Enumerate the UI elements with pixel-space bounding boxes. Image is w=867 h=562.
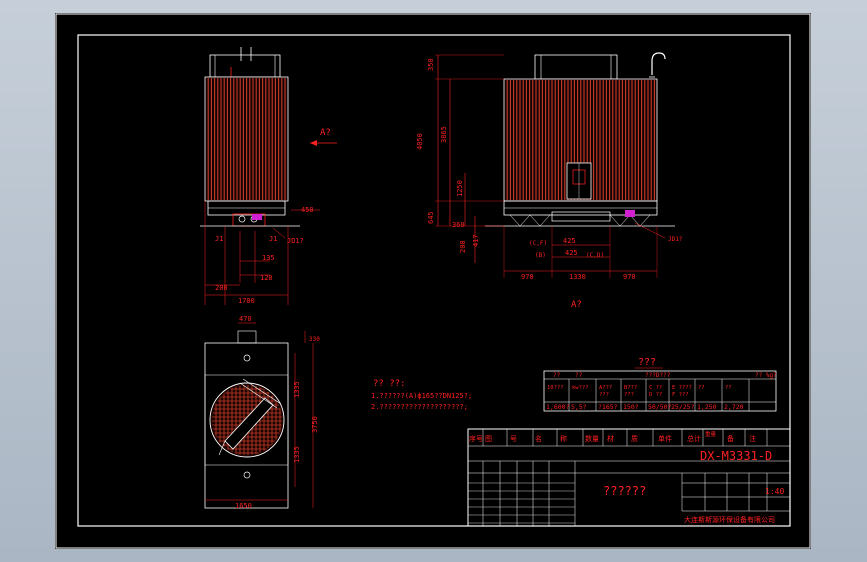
spec-value-cell: 1,250 bbox=[697, 403, 717, 411]
dim-470: 470 bbox=[239, 315, 252, 323]
dim-330: 330 bbox=[309, 336, 320, 343]
label-j1a: J1 bbox=[215, 235, 223, 243]
label-b: (B) bbox=[535, 252, 546, 259]
spec-table: ??? ???????D????? %g?10???kw???A??????B?… bbox=[543, 357, 777, 412]
dim-425b: 425 bbox=[565, 249, 578, 257]
spec-header-cell: ?? bbox=[553, 372, 561, 379]
dim-645: 645 bbox=[427, 211, 435, 224]
spec-value-cell: 2,720 bbox=[724, 403, 744, 411]
spec-table-title: ??? bbox=[638, 357, 656, 368]
note-line-2: 2.????????????????????; bbox=[371, 403, 468, 411]
plan-view: 470 330 1335 1335 3750 1650 bbox=[204, 315, 320, 510]
label-cf: (C,F) bbox=[529, 240, 547, 247]
dim-120: 120 bbox=[260, 274, 273, 282]
dim-200-right: 200 bbox=[459, 240, 467, 253]
dim-1650: 1650 bbox=[235, 502, 252, 510]
drawing-canvas: A? 450 135 120 1700 200 J1 J1 JD1? bbox=[55, 13, 811, 549]
company-name: 大连斯斯源环保设备有限公司 bbox=[684, 515, 775, 524]
title-block-header-cell: 图 bbox=[485, 435, 492, 443]
dim-350: 350 bbox=[427, 58, 435, 71]
spec-header-cell: ?? %g? bbox=[755, 372, 777, 379]
title-block-header-cell: 单件 bbox=[658, 434, 672, 443]
title-block-header-cell: 名 bbox=[535, 434, 542, 443]
section-marker-left: A? bbox=[320, 128, 331, 138]
spec-value-cell: 5,5? bbox=[571, 403, 587, 411]
spec-value-cell: ?165? bbox=[598, 403, 618, 411]
spec-subheader-cell: 10??? bbox=[547, 385, 564, 391]
drawing-sheet[interactable]: A? 450 135 120 1700 200 J1 J1 JD1? bbox=[55, 13, 811, 549]
dim-417: 417 bbox=[472, 234, 480, 247]
notes-title: ?? ??: bbox=[373, 379, 406, 389]
label-j1b: J1 bbox=[269, 235, 277, 243]
spec-subheader-cell: B??? bbox=[624, 385, 637, 391]
left-fins bbox=[207, 78, 286, 200]
spec-subheader-cell: ?? bbox=[725, 385, 732, 391]
drawing-scale: 1:40 bbox=[765, 487, 784, 496]
label-jd1-left: JD1? bbox=[287, 237, 304, 245]
title-block-header-cell: 称 bbox=[560, 434, 567, 443]
spec-subheader-cell: kw??? bbox=[572, 385, 589, 391]
title-block-header-cell: 材 bbox=[607, 434, 614, 443]
spec-value-cell: 150? bbox=[623, 403, 639, 411]
title-block-header-cell: 注 bbox=[749, 434, 756, 443]
weight-label: 重量 bbox=[705, 430, 717, 438]
outer-frame bbox=[55, 13, 811, 549]
spec-subheader-cell: E ???? bbox=[672, 385, 692, 391]
left-elevation-view: A? 450 135 120 1700 200 J1 J1 JD1? bbox=[200, 47, 337, 305]
label-cd: (C,D) bbox=[586, 252, 604, 259]
inner-frame bbox=[77, 34, 791, 527]
dim-970a: 970 bbox=[521, 273, 534, 281]
title-block-header-cell: 总计 bbox=[687, 434, 701, 443]
right-elevation-view: 350 4050 3865 1250 645 200 417 360 425 4… bbox=[416, 52, 683, 310]
spec-subheader-cell: F ??? bbox=[672, 392, 689, 398]
spec-subheader-cell: D ?? bbox=[649, 392, 662, 398]
notes-block: ?? ??: 1.??????(A)ф165??DN125?; 2.??????… bbox=[371, 379, 472, 411]
spec-value-cell: 25/25? bbox=[671, 403, 695, 411]
dim-1250: 1250 bbox=[456, 180, 464, 197]
title-block-header-cell: 序号 bbox=[469, 434, 483, 443]
dim-3750: 3750 bbox=[311, 416, 319, 433]
dim-1335a: 1335 bbox=[293, 381, 301, 398]
dim-3865: 3865 bbox=[440, 126, 448, 143]
note-line-1: 1.??????(A)ф165??DN125?; bbox=[371, 392, 472, 400]
spec-subheader-cell: ??? bbox=[624, 392, 634, 398]
title-block: 序号图 号 名 称 数量材 质 单件 总计 备 注 重量 DX-M3331-D ?????? 1:4… bbox=[467, 428, 791, 527]
dim-4050: 4050 bbox=[416, 133, 424, 150]
dim-970b: 970 bbox=[623, 273, 636, 281]
title-block-header-cell: 数量 bbox=[585, 434, 599, 443]
section-title-a: A? bbox=[571, 300, 582, 310]
spec-value-cell: 50/50? bbox=[648, 403, 672, 411]
dim-135: 135 bbox=[262, 254, 275, 262]
dim-1335b: 1335 bbox=[293, 446, 301, 463]
spec-header-cell: ???D??? bbox=[645, 372, 671, 379]
spec-header-cell: ?? bbox=[575, 372, 583, 379]
spec-subheader-cell: C ?? bbox=[649, 385, 662, 391]
title-block-header-cell: 号 bbox=[510, 435, 517, 443]
dim-360: 360 bbox=[452, 221, 465, 229]
dim-450: 450 bbox=[301, 206, 314, 214]
dim-425a: 425 bbox=[563, 237, 576, 245]
drawing-name: ?????? bbox=[603, 484, 646, 498]
spec-subheader-cell: A??? bbox=[599, 385, 612, 391]
dim-1700: 1700 bbox=[238, 297, 255, 305]
title-block-header-cell: 质 bbox=[631, 434, 638, 443]
dim-200: 200 bbox=[215, 284, 228, 292]
spec-value-cell: 1,600? bbox=[546, 403, 570, 411]
spec-subheader-cell: ?? bbox=[698, 385, 705, 391]
spec-subheader-cell: ??? bbox=[599, 392, 609, 398]
dim-1330: 1330 bbox=[569, 273, 586, 281]
label-jd1-right: JD1? bbox=[668, 236, 683, 243]
title-block-header-cell: 备 bbox=[727, 434, 734, 443]
drawing-number: DX-M3331-D bbox=[700, 449, 772, 463]
